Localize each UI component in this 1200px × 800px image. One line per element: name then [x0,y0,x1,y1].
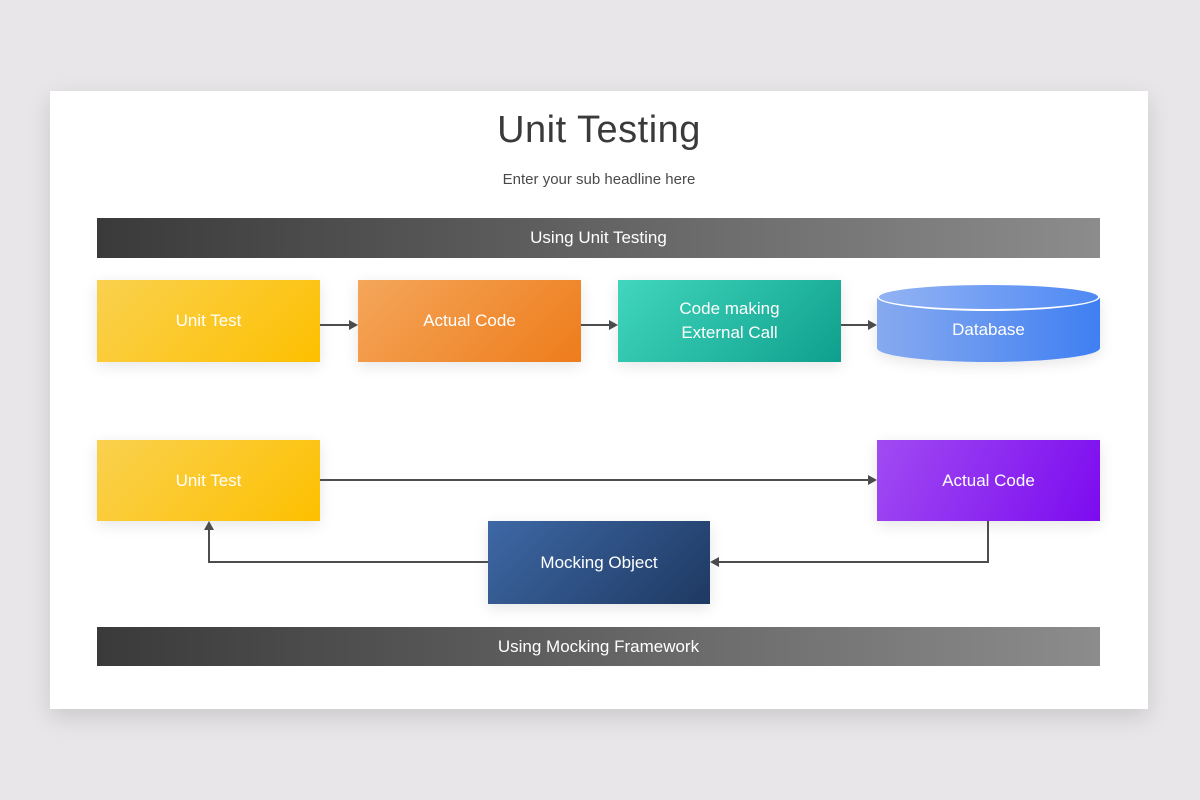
node-actual-code-1: Actual Code [358,280,581,362]
banner-using-mocking-framework: Using Mocking Framework [97,627,1100,666]
connector-external-call-to-database [841,320,877,330]
node-code-making-external-call: Code making External Call [618,280,841,362]
node-label: Mocking Object [540,552,658,572]
arrow-right-icon [609,320,618,330]
connector-mocking-left-line [209,561,488,563]
connector-unit-test-to-actual-code-2 [320,475,877,485]
node-label: Unit Test [175,311,242,330]
page-subtitle: Enter your sub headline here [502,171,696,188]
node-label: Actual Code [423,311,516,330]
page-title: Unit Testing [497,109,701,151]
arrow-right-icon [868,475,877,485]
slide: Unit Testing Enter your sub headline her… [50,91,1148,709]
node-label: Actual Code [942,470,1035,490]
node-mocking-object: Mocking Object [488,521,710,604]
connector-to-unit-test [204,521,214,563]
connector-actual-code-to-external-call [581,320,618,330]
arrow-right-icon [349,320,358,330]
banner-bottom-label: Using Mocking Framework [497,636,700,656]
node-label: Code making External Call [679,299,780,342]
connector-unit-test-to-actual-code [320,320,358,330]
arrow-left-icon [710,557,719,567]
connector-to-mocking-object [710,557,989,567]
node-actual-code-2: Actual Code [877,440,1100,521]
connector-actual-code-down-line [987,521,989,563]
node-label: Database [952,319,1025,339]
arrow-right-icon [868,320,877,330]
node-label: Unit Test [175,470,242,490]
node-unit-test-2: Unit Test [97,440,320,521]
banner-top-label: Using Unit Testing [530,228,667,247]
node-database-cylinder: Database [877,283,1100,362]
node-unit-test-1: Unit Test [97,280,320,362]
banner-using-unit-testing: Using Unit Testing [97,218,1100,258]
cylinder-top-ellipse [877,283,1100,311]
arrow-up-icon [204,521,214,530]
